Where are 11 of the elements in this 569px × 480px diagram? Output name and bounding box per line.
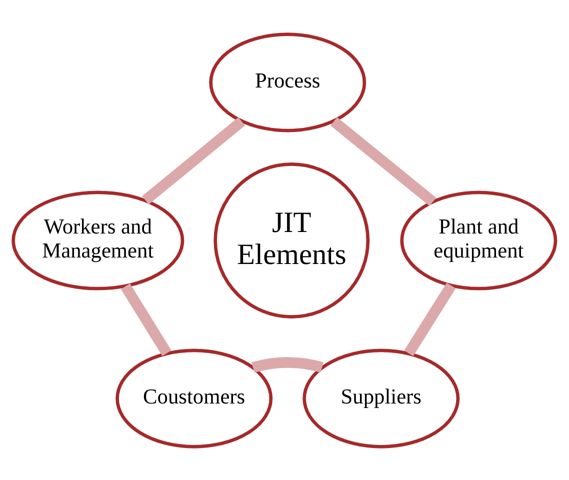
connector — [404, 282, 456, 356]
node-ellipse: Process — [209, 32, 366, 132]
connector — [252, 356, 324, 372]
node-ellipse: Suppliers — [302, 348, 460, 448]
node-ellipse: Workers and Management — [12, 190, 184, 290]
node-ellipse: Plant and equipment — [400, 190, 558, 290]
node-circle: JIT Elements — [214, 162, 370, 318]
connector — [120, 283, 172, 356]
connector — [330, 116, 436, 206]
node-ellipse: Coustomers — [116, 348, 273, 448]
connector — [142, 116, 246, 204]
